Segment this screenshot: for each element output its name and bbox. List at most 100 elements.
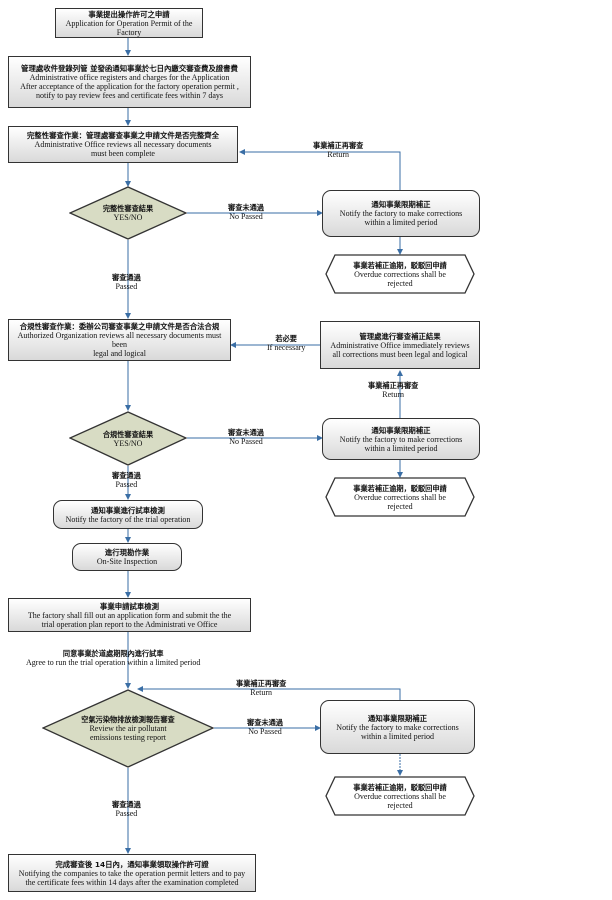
- emissions-decision-en2: emissions testing report: [90, 733, 166, 742]
- agree-trial-zh: 同意事業於道處期限內進行試車: [62, 649, 164, 658]
- agree-trial-label: 同意事業於道處期限內進行試車 Agree to run the trial op…: [26, 649, 200, 667]
- admin-review-en1: Administrative Office immediately review…: [330, 340, 470, 350]
- return-en: Return: [382, 390, 405, 399]
- trial-application-zh: 事業申請試車檢測: [99, 601, 160, 611]
- legality-decision: 合規性審查結果 YES/NO: [68, 411, 188, 466]
- legality-review-zh: 合規性審查作業：委辦公司審查事業之申請文件是否合法合規: [19, 322, 220, 331]
- not-passed-en: No Passed: [229, 437, 263, 446]
- emissions-decision-en1: Review the air pollutant: [89, 724, 167, 733]
- flow-arrows: [125, 38, 403, 854]
- return-en: Return: [327, 150, 350, 159]
- correction-notice-1-zh: 通知事業限期補正: [371, 200, 431, 209]
- passed-label-2: 審查通過 Passed: [112, 471, 141, 489]
- apply-step-en: Application for Operation Permit of the …: [65, 18, 193, 37]
- passed-en: Passed: [115, 809, 138, 818]
- notify-trial-step: 通知事業進行試車檢測 Notify the factory of the tri…: [53, 500, 203, 529]
- rejection-1-zh: 事業若補正逾期，駁駁回申請: [353, 260, 447, 270]
- correction-notice-3: 通知事業限期補正 Notify the factory to make corr…: [320, 700, 475, 754]
- return-zh: 事業補正再審查: [236, 679, 287, 688]
- return-en: Return: [250, 688, 273, 697]
- correction-notice-1-en1: Notify the factory to make corrections: [339, 209, 463, 218]
- if-necessary-label: 若必要 If necessary: [267, 334, 305, 352]
- passed-zh: 審查通過: [112, 800, 141, 809]
- rejection-1-en2: rejected: [387, 278, 413, 288]
- return-zh: 事業補正再審查: [368, 381, 419, 390]
- rejection-3-zh: 事業若補正逾期，駁駁回申請: [353, 782, 447, 792]
- rejection-1-en1: Overdue corrections shall be: [354, 269, 446, 279]
- rejection-1: 事業若補正逾期，駁駁回申請 Overdue corrections shall …: [325, 254, 475, 294]
- correction-notice-2-zh: 通知事業限期補正: [371, 425, 431, 435]
- emissions-decision-zh: 空氣污染物排放檢測報告審查: [81, 715, 175, 724]
- rejection-3: 事業若補正逾期，駁駁回申請 Overdue corrections shall …: [325, 776, 475, 816]
- not-passed-en: No Passed: [229, 212, 263, 221]
- rejection-2-zh: 事業若補正逾期，駁駁回申請: [353, 483, 447, 493]
- return-label-3: 事業補正再審查 Return: [236, 679, 286, 697]
- legality-review-step: 合規性審查作業：委辦公司審查事業之申請文件是否合法合規 Authorized O…: [8, 319, 231, 361]
- not-passed-label-3: 審查未通過 No Passed: [247, 718, 283, 736]
- completeness-review-zh: 完整性審查作業：管理處審查事業之申請文件是否完整齊全: [26, 131, 220, 140]
- register-step-en2: After acceptance of the application for …: [20, 82, 239, 91]
- decision-diamond-1: [68, 186, 188, 240]
- completeness-decision-zh: 完整性審查結果: [102, 204, 154, 213]
- correction-notice-3-en2: within a limited period: [360, 731, 435, 741]
- completeness-review-en2: must been complete: [91, 149, 155, 158]
- passed-label-3: 審查通過 Passed: [112, 800, 141, 818]
- return-label-1: 事業補正再審查 Return: [313, 141, 363, 159]
- completeness-decision-en: YES/NO: [113, 213, 143, 222]
- completeness-decision: 完整性審查結果 YES/NO: [68, 186, 188, 240]
- passed-zh: 審查通過: [112, 273, 141, 282]
- notify-trial-en: Notify the factory of the trial operatio…: [65, 514, 191, 524]
- final-permit-zh: 完成審查後 14日內，通知事業領取操作許可證: [55, 859, 209, 869]
- emissions-review-decision: 空氣污染物排放檢測報告審查 Review the air pollutant e…: [41, 689, 215, 768]
- register-step-en1: Administrative office registers and char…: [29, 73, 230, 82]
- decision-diamond-3: [41, 689, 215, 768]
- trial-application-step: 事業申請試車檢測 The factory shall fill out an a…: [8, 598, 251, 632]
- hexagon-1: [325, 254, 475, 294]
- passed-zh: 審查通過: [112, 471, 141, 480]
- apply-step: 事業提出操作許可之申請 Application for Operation Pe…: [55, 8, 203, 38]
- trial-application-en2: trial operation plan report to the Admin…: [41, 619, 218, 629]
- legality-review-en2: legal and logical: [93, 349, 146, 358]
- apply-step-zh: 事業提出操作許可之申請: [88, 9, 170, 19]
- passed-label-1: 審查通過 Passed: [112, 273, 141, 291]
- admin-review-zh: 管理處進行審查補正結果: [359, 331, 441, 341]
- onsite-zh: 進行現勘作業: [104, 548, 150, 557]
- passed-en: Passed: [115, 480, 138, 489]
- return-label-2: 事業補正再審查 Return: [368, 381, 418, 399]
- not-passed-label-2: 審查未通過 No Passed: [228, 428, 264, 446]
- correction-notice-3-zh: 通知事業限期補正: [367, 713, 428, 723]
- correction-notice-1: 通知事業限期補正 Notify the factory to make corr…: [322, 190, 480, 237]
- if-necessary-en: If necessary: [267, 343, 306, 352]
- not-passed-zh: 審查未通過: [228, 203, 264, 212]
- not-passed-zh: 審查未通過: [228, 428, 264, 437]
- notify-trial-zh: 通知事業進行試車檢測: [91, 505, 165, 515]
- correction-notice-2-en2: within a limited period: [364, 443, 438, 453]
- final-permit-step: 完成審查後 14日內，通知事業領取操作許可證 Notifying the com…: [8, 854, 256, 892]
- onsite-step: 進行現勘作業 On-Site Inspection: [72, 543, 182, 571]
- onsite-en: On-Site Inspection: [96, 557, 158, 566]
- completeness-review-step: 完整性審查作業：管理處審查事業之申請文件是否完整齊全 Administrativ…: [8, 126, 238, 163]
- not-passed-label-1: 審查未通過 No Passed: [228, 203, 264, 221]
- correction-notice-3-en1: Notify the factory to make corrections: [336, 722, 459, 732]
- register-step: 管理處收件登錄列管 並發函通知事業於七日內繳交審查費及證書費 Administr…: [8, 56, 251, 108]
- rejection-3-en1: Overdue corrections shall be: [354, 791, 446, 801]
- rejection-3-en2: rejected: [387, 800, 413, 810]
- trial-application-en1: The factory shall fill out an applicatio…: [27, 610, 232, 620]
- correction-notice-2: 通知事業限期補正 Notify the factory to make corr…: [322, 418, 480, 460]
- rejection-2: 事業若補正逾期，駁駁回申請 Overdue corrections shall …: [325, 477, 475, 517]
- register-step-zh: 管理處收件登錄列管 並發函通知事業於七日內繳交審查費及證書費: [21, 64, 238, 73]
- completeness-review-en1: Administrative Office reviews all necess…: [34, 140, 212, 149]
- rejection-2-en1: Overdue corrections shall be: [354, 492, 446, 502]
- correction-notice-1-en2: within a limited period: [364, 218, 438, 227]
- passed-en: Passed: [115, 282, 138, 291]
- hexagon-2: [325, 477, 475, 517]
- legality-decision-en: YES/NO: [113, 438, 143, 448]
- final-permit-en2: the certificate fees within 14 days afte…: [25, 877, 239, 887]
- admin-review-corrections: 管理處進行審查補正結果 Administrative Office immedi…: [320, 321, 480, 369]
- correction-notice-2-en1: Notify the factory to make corrections: [339, 434, 463, 444]
- not-passed-zh: 審查未通過: [247, 718, 283, 727]
- rejection-2-en2: rejected: [387, 501, 413, 511]
- if-necessary-zh: 若必要: [275, 334, 297, 343]
- final-permit-en1: Notifying the companies to take the oper…: [18, 868, 246, 878]
